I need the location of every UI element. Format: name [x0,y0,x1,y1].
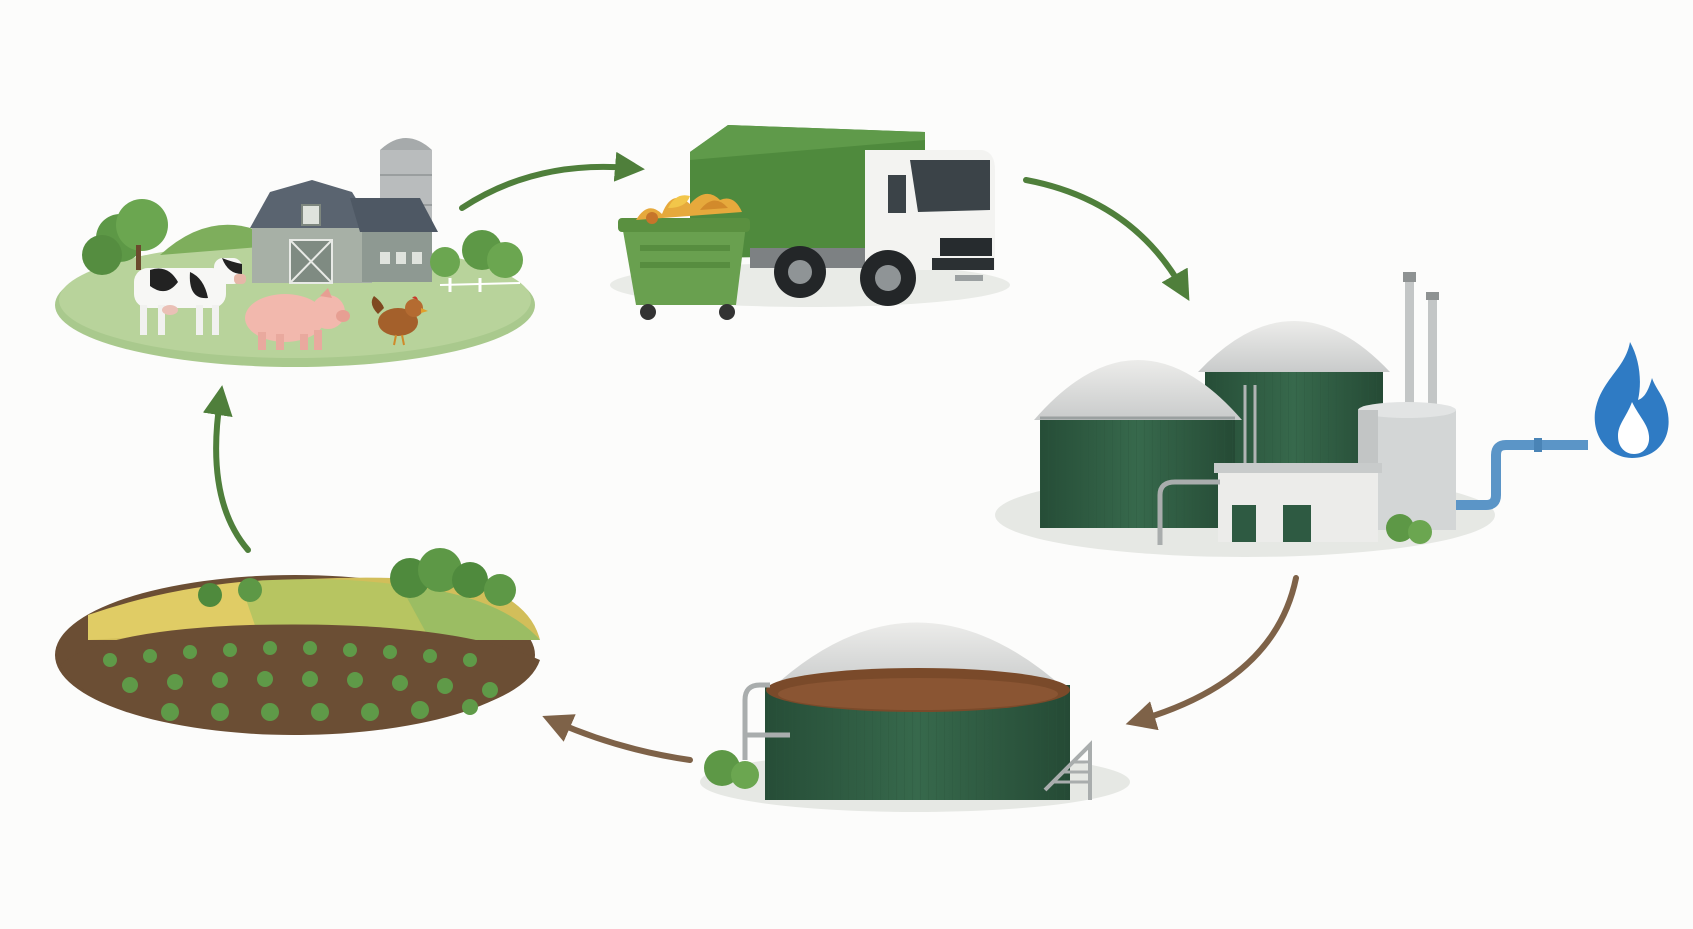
arrow-plant-to-digestate [1125,575,1299,731]
digestate-tank-icon [700,622,1130,812]
pig-icon [245,288,350,350]
crop-field-icon [55,548,540,735]
arrow-farm-to-truck [459,151,645,211]
arrow-fields-to-farm [202,385,251,553]
gas-flame-icon [1594,342,1669,458]
farm-icon [55,138,535,367]
cow-icon [134,258,246,335]
waste-bin-icon [618,193,750,320]
arrow-digestate-to-fields [542,714,693,763]
biogas-plant-icon [995,272,1588,557]
chicken-icon [371,296,428,346]
garbage-truck-icon [610,125,1010,320]
arrow-truck-to-plant [1023,177,1190,302]
